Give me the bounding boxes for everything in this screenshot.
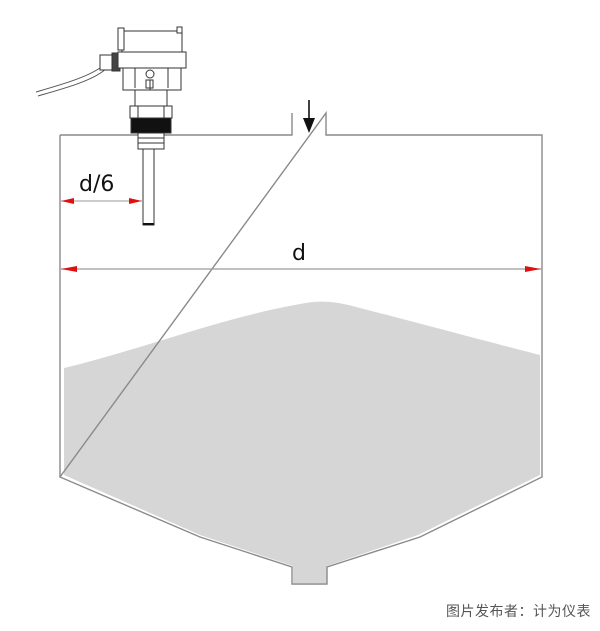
diameter-dimension-label: d <box>292 241 306 266</box>
sensor-cable <box>35 60 109 97</box>
down-arrow-icon <box>303 100 315 133</box>
image-credit: 图片发布者：计为仪表 <box>446 604 591 620</box>
offset-dimension-line <box>61 198 142 204</box>
offset-dimension-label: d/6 <box>79 172 115 197</box>
bulk-material <box>64 301 540 583</box>
level-switch-sensor <box>99 26 187 226</box>
diameter-dimension-line <box>61 266 541 272</box>
tank-outline <box>58 110 543 585</box>
